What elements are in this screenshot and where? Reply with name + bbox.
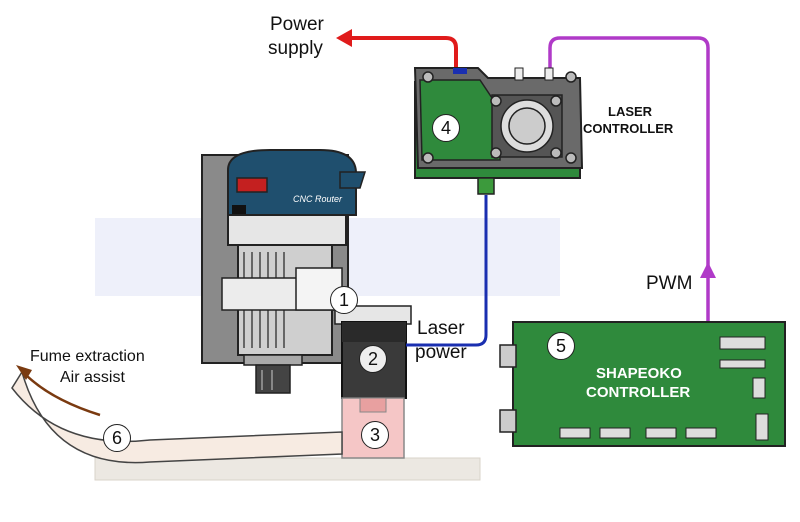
air-assist-label: Air assist (60, 369, 125, 386)
shapeoko-controller-board (499, 321, 786, 447)
power-supply-label-line1: Power (270, 14, 324, 35)
callout-3: 3 (361, 421, 389, 449)
pwm-label: PWM (646, 273, 693, 294)
fume-extraction-label: Fume extraction (30, 348, 145, 365)
power-supply-wire (352, 36, 458, 70)
callout-4: 4 (432, 114, 460, 142)
power-supply-label-line2: supply (268, 38, 323, 59)
laser-power-label-line2: power (415, 342, 467, 363)
laser-controller-label-line1: LASER (608, 104, 653, 119)
laser-power-label-line1: Laser (417, 318, 465, 339)
pwm-arrowhead (700, 262, 716, 278)
callout-1: 1 (330, 286, 358, 314)
fume-arrow (25, 374, 101, 417)
laser-power-wire (406, 195, 488, 347)
laser-controller-board (413, 67, 584, 195)
callout-5: 5 (547, 332, 575, 360)
callout-6: 6 (103, 424, 131, 452)
power-supply-arrowhead (336, 29, 352, 47)
fume-tube (11, 370, 343, 464)
shapeoko-label-line2: CONTROLLER (586, 384, 691, 401)
laser-controller-label-line2: CONTROLLER (583, 121, 674, 136)
fume-arrowhead (16, 365, 32, 380)
shapeoko-label-line1: SHAPEOKO (596, 365, 682, 382)
router-brand-text: CNC Router (293, 194, 343, 204)
base-rail (94, 457, 481, 481)
callout-2: 2 (359, 345, 387, 373)
